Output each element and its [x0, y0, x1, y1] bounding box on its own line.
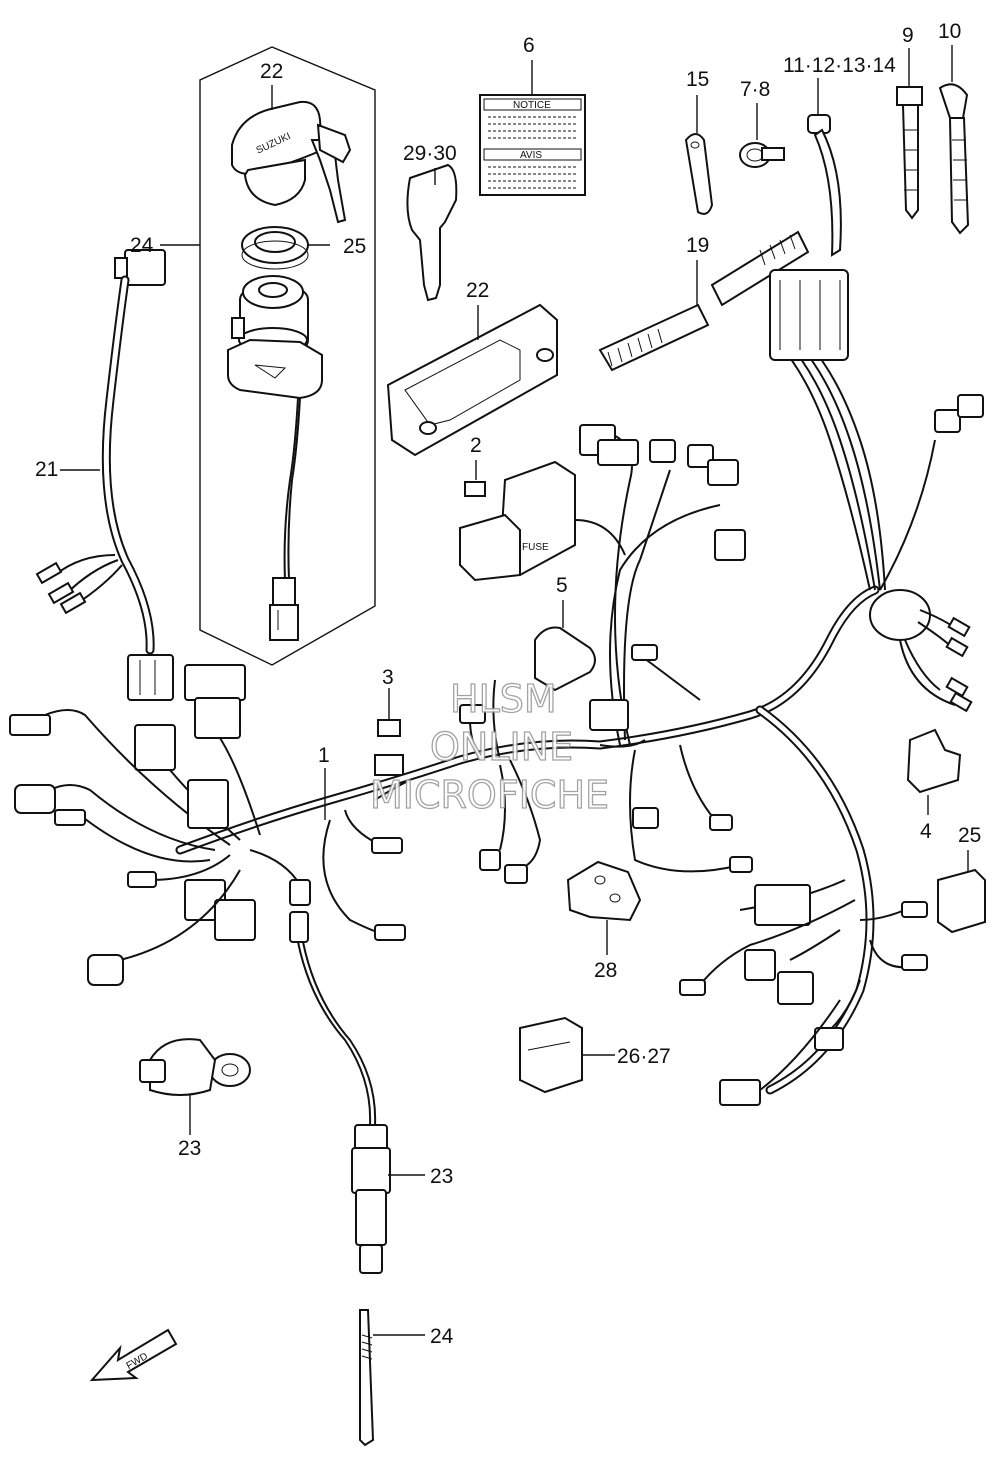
- callout-20: 24: [130, 234, 154, 257]
- band-strap-part: [896, 86, 923, 220]
- band-strap-head-part: [938, 83, 970, 235]
- callout-15: 15: [686, 68, 709, 91]
- notice-label-part: NOTICE AVIS: [479, 94, 586, 196]
- callout-7-8: 7·8: [740, 78, 770, 101]
- callout-17: 21: [35, 458, 58, 481]
- ignition-key-part: SUZUKI: [231, 100, 352, 224]
- cable-tie-part: [807, 114, 842, 257]
- callout-3: 3: [382, 666, 394, 689]
- avis-text: AVIS: [520, 150, 542, 161]
- spare-fuse-part: [374, 719, 404, 776]
- callout-5: 5: [556, 574, 568, 597]
- boot-cover-part: [534, 626, 596, 692]
- forward-direction-arrow: FWD: [89, 1328, 178, 1382]
- callout-9: 9: [902, 24, 914, 47]
- fuse-box-part: FUSE: [459, 460, 626, 582]
- callout-21: 25: [343, 235, 366, 258]
- callout-24: 24: [430, 1325, 454, 1348]
- ignition-switch-kit-outline: [199, 46, 376, 666]
- cover-cap-part: [906, 728, 962, 794]
- callout-1: 1: [318, 744, 330, 767]
- watermark-line1: HLSM: [450, 677, 557, 721]
- callout-23: 23: [430, 1165, 453, 1188]
- main-wiring-harness-part: [9, 269, 984, 1106]
- blank-key-part: [406, 163, 458, 302]
- notice-text: NOTICE: [513, 100, 551, 111]
- callout-22: 22: [260, 60, 283, 83]
- corrugated-tube-part: [598, 230, 810, 372]
- watermark: HLSM ONLINE MICROFICHE: [369, 676, 609, 817]
- ignition-switch-part: [227, 275, 323, 641]
- callout-26-27: 26·27: [617, 1045, 671, 1068]
- probe-part: [359, 1309, 375, 1447]
- mounting-bracket-part: [386, 303, 558, 457]
- sensor-part: [289, 911, 391, 1274]
- sub-harness-part: [35, 249, 174, 701]
- callout-4: 4: [920, 820, 932, 843]
- callout-19: 23: [178, 1137, 201, 1160]
- callout-25: 25: [958, 824, 981, 847]
- callout-10: 10: [938, 20, 961, 43]
- watermark-line3: MICROFICHE: [370, 773, 609, 817]
- callout-18: 22: [466, 279, 489, 302]
- fuse-text: FUSE: [522, 542, 549, 553]
- thermo-sensor-part: [139, 1038, 251, 1096]
- watermark-line2: ONLINE: [430, 725, 573, 769]
- callout-2: 2: [470, 434, 482, 457]
- small-bracket-part: [566, 860, 642, 922]
- relay-part: [937, 868, 986, 934]
- callout-6: 6: [523, 34, 535, 57]
- callout-11-14: 11·12·13·14: [783, 54, 896, 77]
- connector-cap-part: [519, 1016, 583, 1094]
- callout-28: 28: [594, 959, 617, 982]
- callout-29-30: 29·30: [403, 142, 457, 165]
- clamp-part: [739, 142, 785, 168]
- wire-clip-part: [684, 133, 714, 215]
- callout-16: 19: [686, 234, 709, 257]
- switch-nut-part: [241, 226, 309, 270]
